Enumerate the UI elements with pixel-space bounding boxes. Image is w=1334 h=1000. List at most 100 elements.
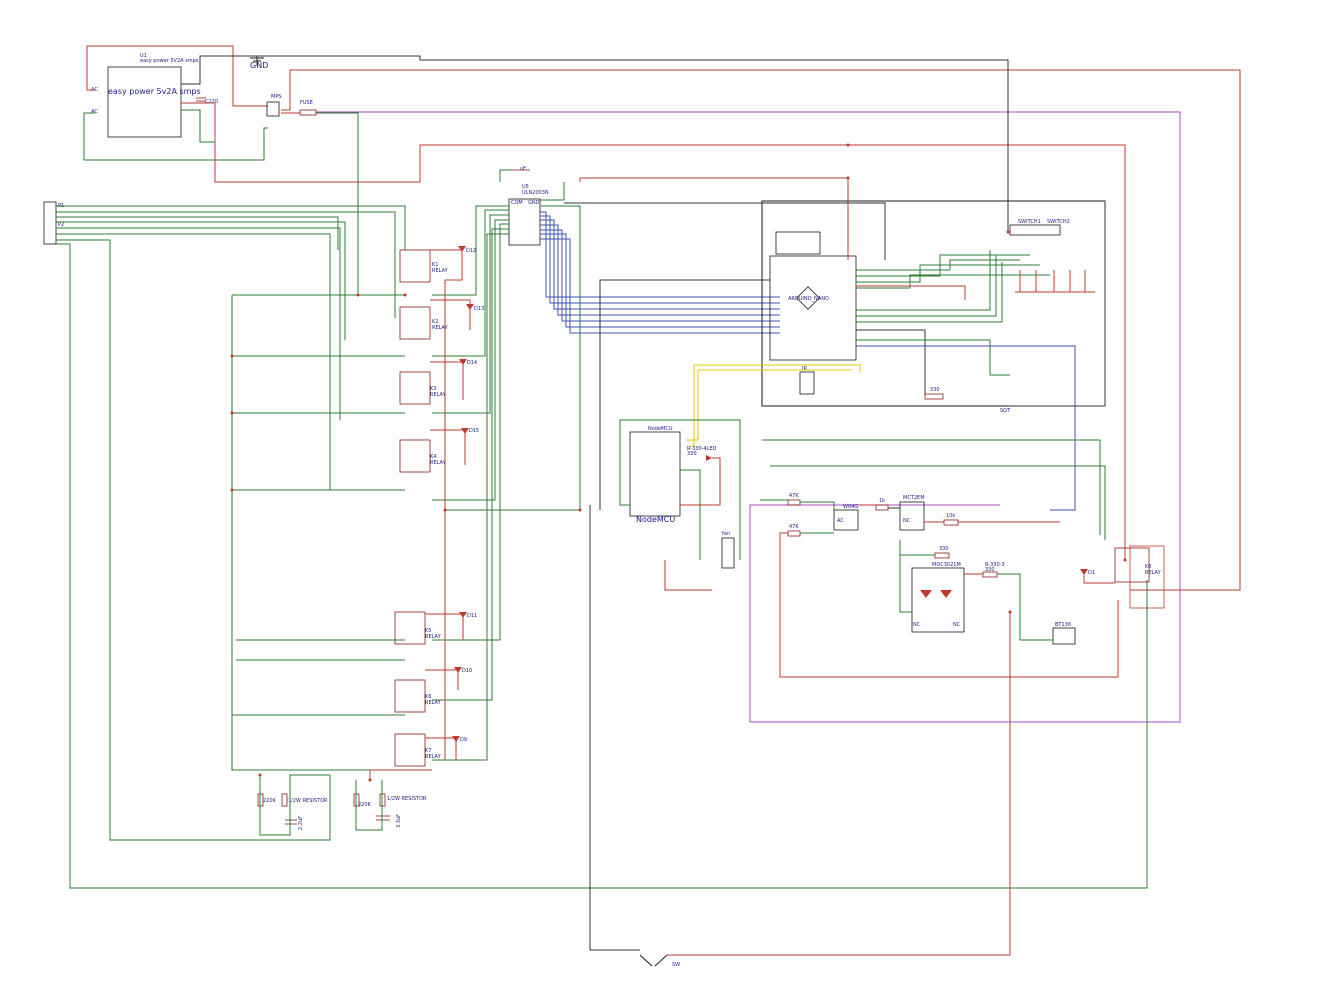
moc-nc-right: NC bbox=[953, 622, 961, 628]
yellow-signal-wires bbox=[686, 364, 861, 447]
p1-p2-connector: P1 P2 bbox=[43, 201, 64, 245]
k3-label: K3 bbox=[430, 386, 436, 392]
fuse-label: FUSE bbox=[300, 100, 313, 106]
relay-k3: K3 RELAY D14 bbox=[399, 359, 477, 405]
mct2em-label: MCT2EM bbox=[903, 495, 925, 501]
k6-relay-label: RELAY bbox=[425, 700, 442, 706]
c220-label: C220 bbox=[205, 99, 218, 105]
r330-c-label: 330 bbox=[985, 567, 995, 573]
relay-k2: K2 RELAY D13 bbox=[399, 304, 484, 340]
smps-module: U1 easy power 5V2A smps easy power 5v2A … bbox=[91, 53, 201, 138]
zero-cross-wires bbox=[667, 345, 1119, 956]
uln-relay-drive-wires bbox=[432, 169, 581, 761]
r220k-2-label: 220K bbox=[358, 802, 372, 808]
led-r-value: 330 bbox=[687, 451, 697, 457]
uln-gnd-label: GND bbox=[528, 200, 540, 206]
relay-k4: K4 RELAY D15 bbox=[399, 428, 479, 473]
uln-to-arduino-wires bbox=[540, 211, 780, 334]
k8-relay-label: RELAY bbox=[1145, 570, 1162, 576]
relay-k6: K6 RELAY D10 bbox=[394, 667, 472, 713]
w04g-label: W04G bbox=[843, 504, 858, 510]
k8-label: K8 bbox=[1145, 564, 1151, 570]
mct-nc-label: NC bbox=[903, 518, 911, 524]
r330-3-label: R-330-3 bbox=[985, 562, 1005, 568]
k4-label: K4 bbox=[430, 454, 436, 460]
half-w-1-label: 1/2W RESISTOR bbox=[288, 798, 328, 804]
k6-label: K6 bbox=[425, 694, 431, 700]
k1-label: K1 bbox=[432, 262, 438, 268]
nodemcu-led: R-330-4LED 330 bbox=[687, 446, 717, 461]
sot-label: SOT bbox=[1000, 408, 1011, 414]
fan-label: fan bbox=[722, 531, 730, 537]
d9-label: D9 bbox=[460, 737, 467, 743]
ir-label: IR bbox=[802, 366, 807, 372]
r330-sot: 330 SOT bbox=[924, 387, 1011, 414]
nodemcu-top-label: NodeMCU bbox=[648, 426, 673, 432]
pulldown-resistor-bank bbox=[1015, 270, 1095, 293]
switch1-label: SWITCH1 bbox=[1018, 219, 1041, 225]
mps-label: MPS bbox=[271, 94, 282, 100]
load-wires bbox=[56, 205, 1148, 889]
c220-capacitor: C220 bbox=[196, 97, 218, 105]
smps-value: easy power 5V2A smps bbox=[140, 58, 199, 64]
arduino-nano-board: ARDUINO_NANO bbox=[761, 200, 1106, 407]
power-wires bbox=[83, 45, 1241, 723]
switch-header: SWITCH1 SWITCH2 bbox=[1009, 219, 1070, 236]
nodemcu-bottom-label: NodeMCU bbox=[636, 515, 675, 524]
bt136-label: BT136 bbox=[1055, 622, 1071, 628]
r330-b-label: 330 bbox=[939, 546, 949, 552]
k1-relay-label: RELAY bbox=[432, 268, 449, 274]
r1k-label: 1k bbox=[879, 498, 885, 504]
ac-label: AC bbox=[837, 518, 844, 524]
smps-body-label: easy power 5v2A smps bbox=[108, 87, 201, 96]
d11-label: D11 bbox=[467, 613, 477, 619]
fuse: FUSE bbox=[299, 100, 317, 116]
gnd-symbol: GND bbox=[250, 57, 268, 70]
svg-text:AC: AC bbox=[91, 109, 98, 115]
nodemcu-module: NodeMCU NodeMCU bbox=[629, 426, 681, 524]
k7-relay-label: RELAY bbox=[425, 754, 442, 760]
k7-label: K7 bbox=[425, 748, 431, 754]
d12-label: D12 bbox=[466, 248, 476, 254]
cap-33-label: 3.3uF bbox=[396, 814, 402, 828]
relay-k8: K8 RELAY D1 bbox=[1080, 545, 1165, 609]
p2-label: P2 bbox=[58, 222, 64, 228]
r47k-1-label: 47K bbox=[789, 493, 799, 499]
uln-label: ULN2003N bbox=[522, 190, 549, 196]
d15-label: D15 bbox=[469, 428, 479, 434]
r220k-1-label: 220K bbox=[263, 798, 277, 804]
junction-dots bbox=[230, 143, 1127, 782]
switch2-label: SWITCH2 bbox=[1047, 219, 1070, 225]
smps-ref: U1 bbox=[140, 53, 147, 59]
zero-cross-section: 47K 47K W04G AC 1k MCT2EM NC 10k 330 R-3… bbox=[787, 493, 1076, 645]
k4-relay-label: RELAY bbox=[430, 460, 447, 466]
d1-label: D1 bbox=[1088, 570, 1095, 576]
moc-label: MOC3021M bbox=[932, 562, 961, 568]
main-switch: SW bbox=[639, 954, 680, 968]
ir-sensor: IR bbox=[799, 366, 815, 395]
nodemcu-wires bbox=[589, 279, 770, 951]
relay-k1: K1 RELAY D12 bbox=[399, 246, 476, 283]
d14-label: D14 bbox=[467, 360, 477, 366]
arduino-bus-wires bbox=[564, 177, 1106, 407]
r330-label: 330 bbox=[930, 387, 940, 393]
cap-uf-label: uF bbox=[520, 166, 526, 172]
uln-com-label: COM bbox=[511, 200, 523, 206]
snubber-1: 220K 1/2W RESISTOR 2.2uF bbox=[257, 774, 330, 836]
k3-relay-label: RELAY bbox=[430, 392, 447, 398]
r10k-label: 10k bbox=[946, 513, 955, 519]
relay-supply-wires bbox=[425, 249, 471, 760]
uln2003-chip: uF U5 ULN2003N COM GND bbox=[508, 166, 549, 246]
k2-label: K2 bbox=[432, 319, 438, 325]
half-w-2-label: 1/2W RESISTOR bbox=[387, 796, 427, 802]
snubber-2: 220K 1/2W RESISTOR 3.3uF bbox=[353, 769, 432, 831]
k5-relay-label: RELAY bbox=[425, 634, 442, 640]
fan-header: fan bbox=[664, 531, 735, 591]
d10-label: D10 bbox=[462, 668, 472, 674]
relay-k5: K5 RELAY D11 bbox=[394, 611, 477, 645]
u5-label: U5 bbox=[522, 184, 529, 190]
d13-label: D13 bbox=[474, 306, 484, 312]
r47k-2-label: 47K bbox=[789, 524, 799, 530]
k5-label: K5 bbox=[425, 628, 431, 634]
